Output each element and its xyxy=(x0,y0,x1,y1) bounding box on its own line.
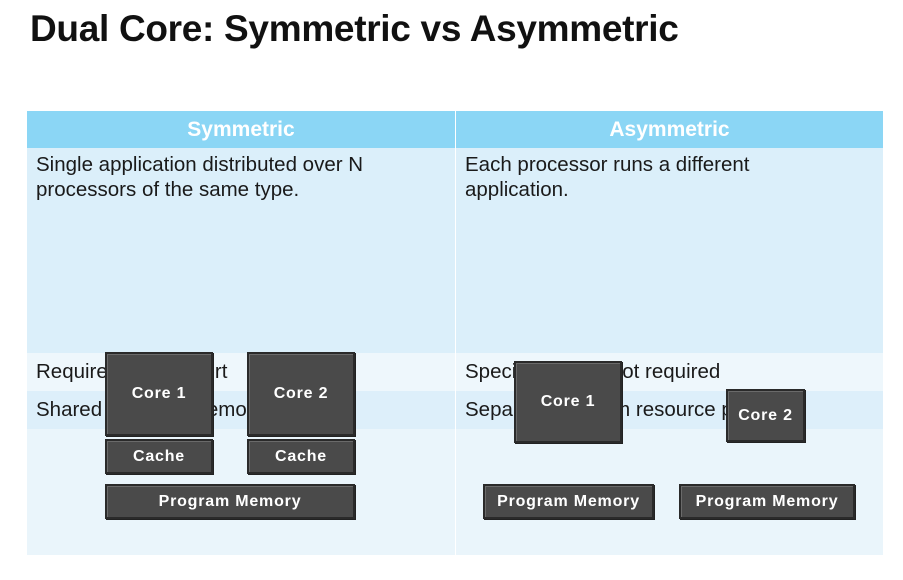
asym-program-memory2-box: Program Memory xyxy=(679,484,855,519)
header-asymmetric: Asymmetric xyxy=(455,111,883,148)
sym-core2-box: Core 2 xyxy=(247,352,355,436)
asymmetric-diagram-cell xyxy=(455,429,883,555)
table-row: Single application distributed over N pr… xyxy=(27,148,883,353)
sym-cache2-box: Cache xyxy=(247,439,355,474)
sym-cache1-box: Cache xyxy=(105,439,213,474)
asym-core1-box: Core 1 xyxy=(514,361,622,443)
table-header-row: Symmetric Asymmetric xyxy=(27,111,883,148)
sym-program-memory-box: Program Memory xyxy=(105,484,355,519)
header-symmetric: Symmetric xyxy=(187,118,295,141)
asym-core2-box: Core 2 xyxy=(726,389,805,442)
sym-core1-box: Core 1 xyxy=(105,352,213,436)
asym-program-memory1-box: Program Memory xyxy=(483,484,654,519)
page-title: Dual Core: Symmetric vs Asymmetric xyxy=(30,8,679,49)
cell-symmetric-os: Requires OS support xyxy=(36,360,227,383)
cell-symmetric-description: Single application distributed over N pr… xyxy=(36,153,364,201)
cell-symmetric-memory: Shared program memory xyxy=(36,398,264,421)
cell-asymmetric-description: Each processor runs a different applicat… xyxy=(455,148,883,353)
